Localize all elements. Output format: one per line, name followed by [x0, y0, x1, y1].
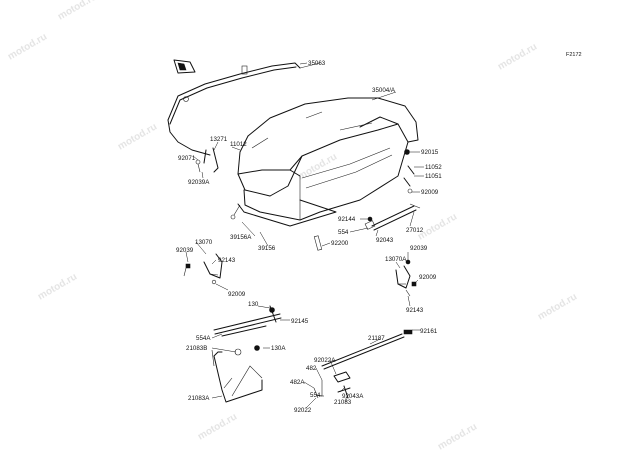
- label-35063: 35063: [308, 60, 326, 67]
- watermark: motod.ru: [436, 421, 479, 452]
- label-554: 554: [310, 392, 321, 399]
- fasteners-right-top: [403, 149, 415, 194]
- roof-wire-35063: [167, 62, 321, 156]
- clips-left: [195, 147, 219, 173]
- label-92022: 92022: [294, 407, 312, 414]
- label-130: 130: [248, 301, 259, 308]
- label-92009: 92009: [419, 274, 437, 281]
- watermark: motod.ru: [536, 291, 579, 322]
- label-92200: 92200: [331, 240, 349, 247]
- label-92039: 92039: [410, 245, 428, 252]
- watermark: motod.ru: [116, 121, 159, 152]
- label-21083B: 21083B: [186, 345, 207, 352]
- hinge-13070A: [395, 259, 417, 297]
- part-labels: 35063 35004/A 13271 11012 92071 92039A 9…: [176, 60, 442, 414]
- label-13070: 13070: [195, 239, 213, 246]
- label-11052: 11052: [425, 164, 442, 171]
- strut-27012: [364, 203, 421, 231]
- rod-21187: [321, 329, 413, 370]
- label-92009: 92009: [228, 291, 246, 298]
- label-554A: 554A: [196, 335, 211, 342]
- watermark: motod.ru: [56, 0, 99, 23]
- label-21187: 21187: [368, 335, 385, 342]
- watermark: motod.ru: [6, 31, 49, 62]
- label-92043A: 92043A: [342, 393, 364, 400]
- roof-liner-39156: [230, 199, 337, 227]
- label-11012: 11012: [230, 141, 247, 148]
- figure-id: F2172: [566, 52, 582, 58]
- label-92043: 92043: [376, 237, 394, 244]
- label-92071: 92071: [178, 155, 196, 162]
- label-482: 482: [306, 365, 317, 372]
- label-35004A: 35004/A: [372, 87, 396, 94]
- label-92039A: 92039A: [188, 179, 210, 186]
- label-92009: 92009: [421, 189, 439, 196]
- watermark: motod.ru: [196, 411, 239, 442]
- label-130A: 130A: [271, 345, 286, 352]
- label-482A: 482A: [290, 379, 305, 386]
- label-92161: 92161: [420, 328, 438, 335]
- label-13271: 13271: [210, 136, 228, 143]
- label-21083A: 21083A: [188, 395, 210, 402]
- hinge-13070: [183, 253, 223, 285]
- watermark: motod.ru: [36, 271, 79, 302]
- label-11051: 11051: [425, 173, 442, 180]
- label-39156: 39156: [258, 245, 276, 252]
- label-554: 554: [338, 229, 349, 236]
- label-92039: 92039: [176, 247, 194, 254]
- label-39156A: 39156A: [230, 234, 252, 241]
- label-13070A: 13070A: [385, 256, 407, 263]
- watermark: motod.ru: [496, 41, 539, 72]
- label-92145: 92145: [291, 318, 309, 325]
- label-92143: 92143: [218, 257, 236, 264]
- label-92143: 92143: [406, 307, 424, 314]
- rod-92200: [313, 235, 323, 251]
- label-92015: 92015: [421, 149, 439, 156]
- roof-canopy-35004A: [237, 97, 419, 221]
- label-27012: 27012: [406, 227, 424, 234]
- label-21083: 21083: [334, 399, 352, 406]
- tag-plate: [173, 59, 196, 74]
- curtain-assembly-left: [211, 305, 282, 403]
- label-92144: 92144: [338, 216, 356, 223]
- lower-center-parts: [313, 371, 351, 399]
- label-92022A: 92022A: [314, 357, 336, 364]
- leader-lines: [185, 62, 424, 409]
